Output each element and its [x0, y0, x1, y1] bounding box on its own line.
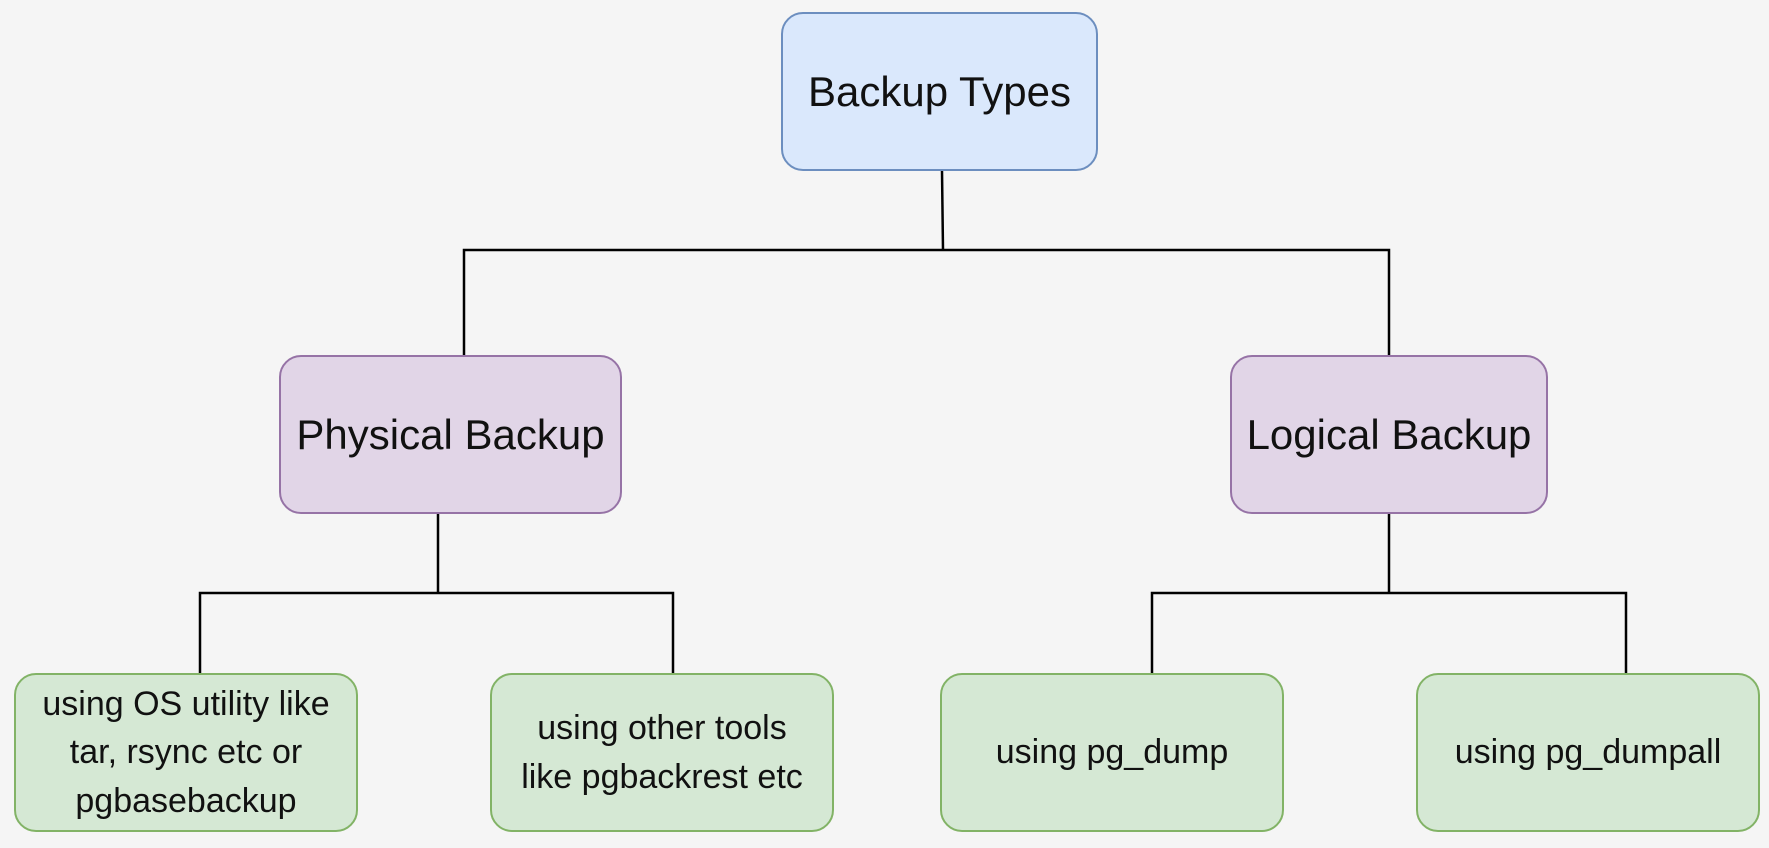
node-os-utility: using OS utility like tar, rsync etc or …	[14, 673, 358, 832]
node-pg-dump-label: using pg_dump	[995, 733, 1229, 772]
node-backup-types-label: Backup Types	[807, 67, 1072, 115]
node-os-utility-line-3: pgbasebackup	[75, 781, 297, 820]
node-other-tools: using other tools like pgbackrest etc	[490, 673, 834, 832]
node-other-tools-line-1: using other tools	[537, 709, 787, 748]
node-logical-backup: Logical Backup	[1230, 355, 1548, 514]
node-os-utility-line-1: using OS utility like	[42, 685, 330, 724]
node-logical-backup-label: Logical Backup	[1246, 410, 1532, 458]
node-pg-dumpall: using pg_dumpall	[1416, 673, 1760, 832]
node-os-utility-line-2: tar, rsync etc or	[69, 733, 303, 772]
node-physical-backup: Physical Backup	[279, 355, 622, 514]
node-pg-dumpall-label: using pg_dumpall	[1454, 733, 1722, 772]
node-physical-backup-label: Physical Backup	[296, 410, 605, 458]
connector-logical-branch	[1150, 591, 1628, 673]
node-backup-types: Backup Types	[781, 12, 1098, 171]
connector-root-branch	[462, 248, 1391, 355]
connector-root-to-children	[940, 170, 945, 251]
node-pg-dump: using pg_dump	[940, 673, 1284, 832]
connector-physical-branch	[198, 591, 675, 673]
node-other-tools-line-2: like pgbackrest etc	[521, 757, 803, 796]
